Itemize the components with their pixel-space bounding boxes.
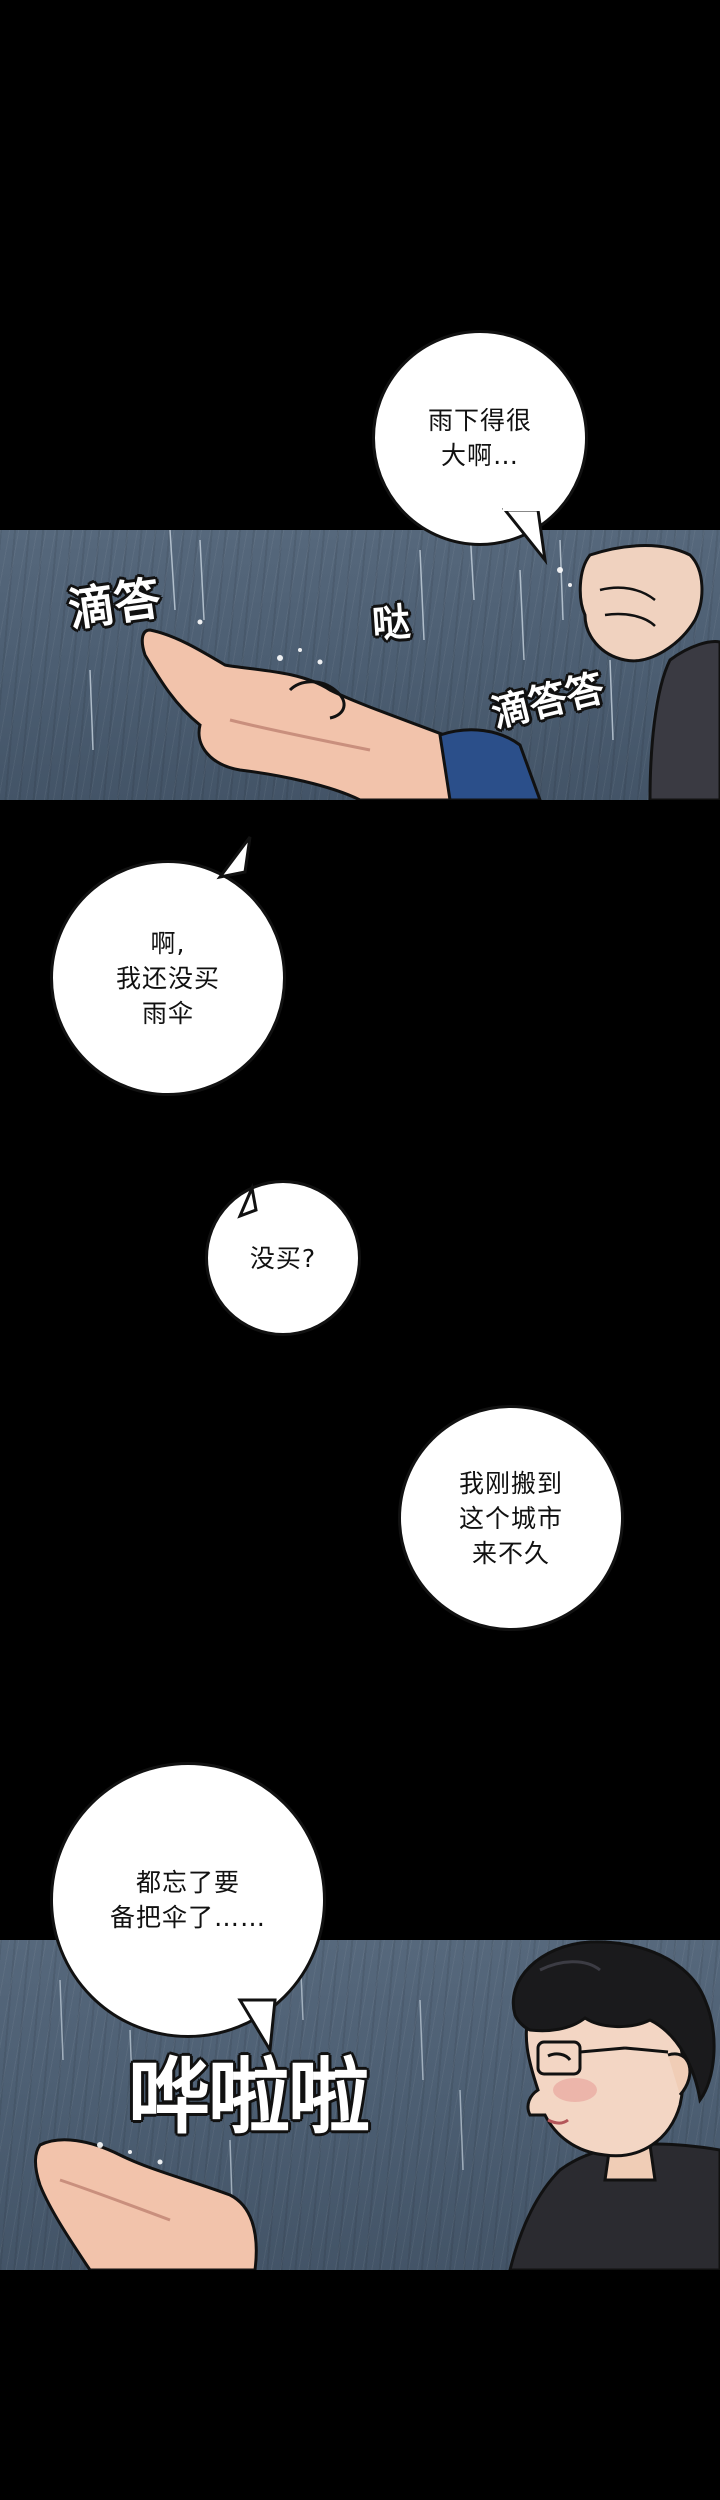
open-hand bbox=[140, 628, 472, 800]
speech-bubble-just-moved: 我刚搬到 这个城市 来不久 bbox=[398, 1405, 624, 1631]
bubble-tail bbox=[501, 505, 548, 565]
bubble-text: 没买? bbox=[249, 1243, 317, 1273]
speech-bubble-didnt-buy: 没买? bbox=[205, 1180, 361, 1336]
speech-bubble-forgot: 都忘了要 备把伞了…… bbox=[50, 1762, 326, 2038]
fist bbox=[578, 544, 704, 663]
rain-hands-panel: 滴答 哒 滴答答 bbox=[0, 530, 720, 800]
bubble-tail bbox=[237, 1998, 277, 2055]
bubble-text: 啊, 我还没买 雨伞 bbox=[115, 928, 220, 1028]
sfx-drip-mid: 哒 bbox=[370, 599, 412, 647]
hands-illustration bbox=[89, 530, 720, 800]
bubble-text: 都忘了要 备把伞了…… bbox=[109, 1868, 266, 1932]
rain-man-panel: 哗啦啦 bbox=[0, 1940, 720, 2270]
gray-sleeve bbox=[648, 640, 720, 800]
man-illustration bbox=[34, 1940, 720, 2270]
glasses bbox=[536, 2040, 669, 2076]
dark-hair bbox=[511, 1940, 716, 2104]
bubble-text: 雨下得很 大啊… bbox=[427, 406, 532, 470]
open-hand bbox=[34, 2138, 258, 2270]
bubble-text: 我刚搬到 这个城市 来不久 bbox=[458, 1468, 563, 1568]
bubble-tail bbox=[216, 836, 252, 880]
blue-sleeve bbox=[438, 728, 542, 800]
bubble-tail bbox=[237, 1182, 258, 1219]
speech-bubble-no-umbrella: 啊, 我还没买 雨伞 bbox=[50, 860, 286, 1096]
speech-bubble-rain-heavy: 雨下得很 大啊… bbox=[372, 330, 588, 546]
sfx-pour: 哗啦啦 bbox=[128, 2050, 370, 2145]
sfx-drip-left: 滴答 bbox=[65, 570, 164, 638]
